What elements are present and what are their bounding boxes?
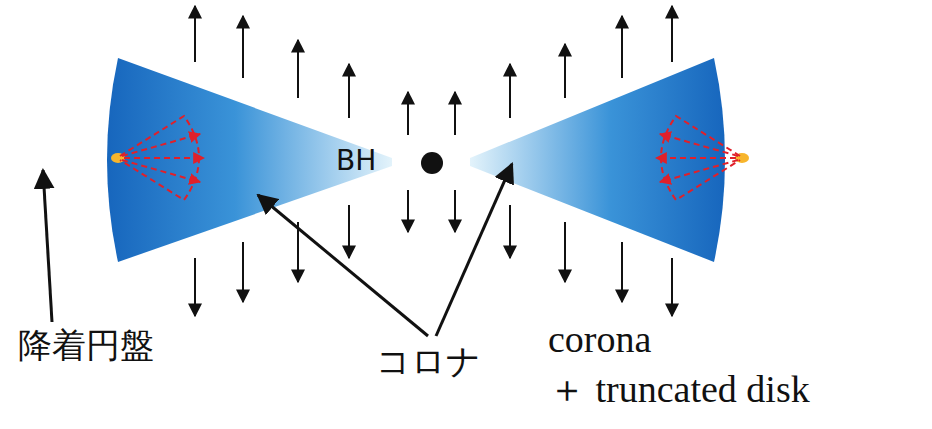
corona-left <box>107 58 392 262</box>
leader-arrows <box>43 164 512 336</box>
model-label: corona <box>548 318 651 362</box>
corona-label: コロナ <box>376 342 481 381</box>
disk-label: 降着円盤 <box>18 326 154 365</box>
photon-fan-right <box>656 116 740 200</box>
disk-left <box>16 154 120 162</box>
black-hole-label: BH <box>336 145 376 177</box>
model-label: ＋ truncated disk <box>548 368 810 412</box>
disk-right <box>740 154 848 162</box>
photon-fan-left <box>120 116 204 200</box>
black-hole <box>421 152 443 174</box>
corona-right <box>470 58 725 262</box>
